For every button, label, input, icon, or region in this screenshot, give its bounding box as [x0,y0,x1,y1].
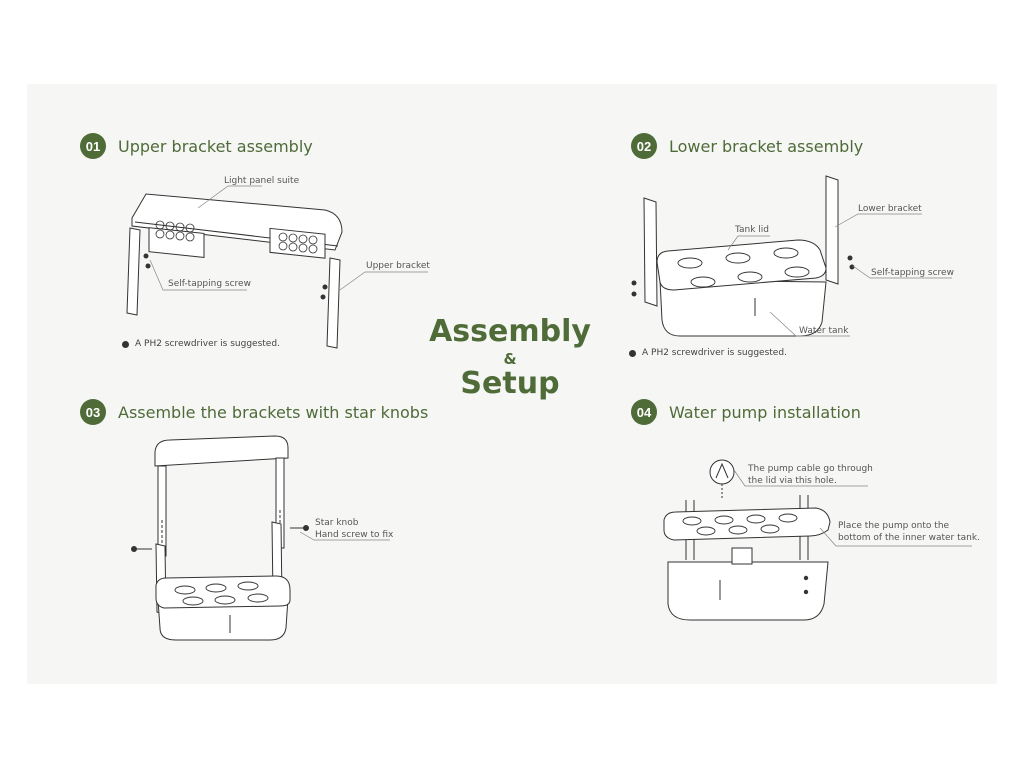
label-tank-lid: Tank lid [734,225,769,235]
label-cable-1: The pump cable go through [747,464,873,474]
step-02-title: Lower bracket assembly [669,136,864,156]
center-title-assembly: Assembly [429,314,591,349]
label-pump-1: Place the pump onto the [838,521,950,531]
step-03-title: Assemble the brackets with star knobs [118,402,429,422]
led-grid-right [269,227,326,259]
step-04-header: 04 Water pump installation [631,399,861,425]
label-pump-2: bottom of the inner water tank. [838,533,980,543]
step-01-note: A PH2 screwdriver is suggested. [122,339,280,349]
water-tank [157,597,289,641]
upper-bracket-left [157,465,167,557]
led-grid-left [148,227,205,258]
label-screw-01: Self-tapping screw [168,279,251,289]
tank-lid [663,507,831,541]
screw-icons [803,575,809,595]
step-03-illustration: Star knob Hand screw to fix [131,435,394,641]
step-02-note-text: A PH2 screwdriver is suggested. [642,348,787,358]
step-04-badge: 04 [631,399,657,425]
label-hand-screw: Hand screw to fix [315,530,394,540]
lower-bracket-right [825,175,839,285]
star-knob-icons [131,525,309,552]
step-01-badge: 01 [80,133,106,159]
step-04-illustration: The pump cable go through the lid via th… [663,459,980,621]
pump-icon [731,547,753,565]
step-03-badge: 03 [80,399,106,425]
step-02-note: A PH2 screwdriver is suggested. [629,348,787,358]
label-cable-2: the lid via this hole. [748,476,837,486]
step-01-note-text: A PH2 screwdriver is suggested. [135,339,280,349]
step-01-header: 01 Upper bracket assembly [80,133,313,159]
step-02-illustration: Lower bracket Tank lid Self-tapping scre… [631,175,954,337]
step-02-header: 02 Lower bracket assembly [631,133,863,159]
step-02-badge: 02 [631,133,657,159]
info-icon [122,340,129,348]
label-water-tank: Water tank [799,326,849,336]
step-01-title: Upper bracket assembly [118,136,313,156]
label-light-panel: Light panel suite [224,176,300,186]
screw-icons [143,253,328,300]
label-screw-02: Self-tapping screw [871,268,954,278]
water-tank [667,561,829,621]
light-panel-housing [154,435,289,467]
label-star-knob: Star knob [315,518,359,528]
center-title-amp: & [503,350,517,368]
upper-bracket-right [326,257,341,349]
upper-bracket-left [126,227,141,316]
label-lower-bracket: Lower bracket [858,204,922,214]
step-01-illustration: Light panel suite Self-tapping screw Upp… [126,176,430,349]
info-icon [629,349,636,357]
label-upper-bracket: Upper bracket [366,261,430,271]
step-04-title: Water pump installation [669,402,861,422]
step-03-header: 03 Assemble the brackets with star knobs [80,399,428,425]
center-title-setup: Setup [460,366,560,401]
lower-bracket-left [643,197,658,307]
